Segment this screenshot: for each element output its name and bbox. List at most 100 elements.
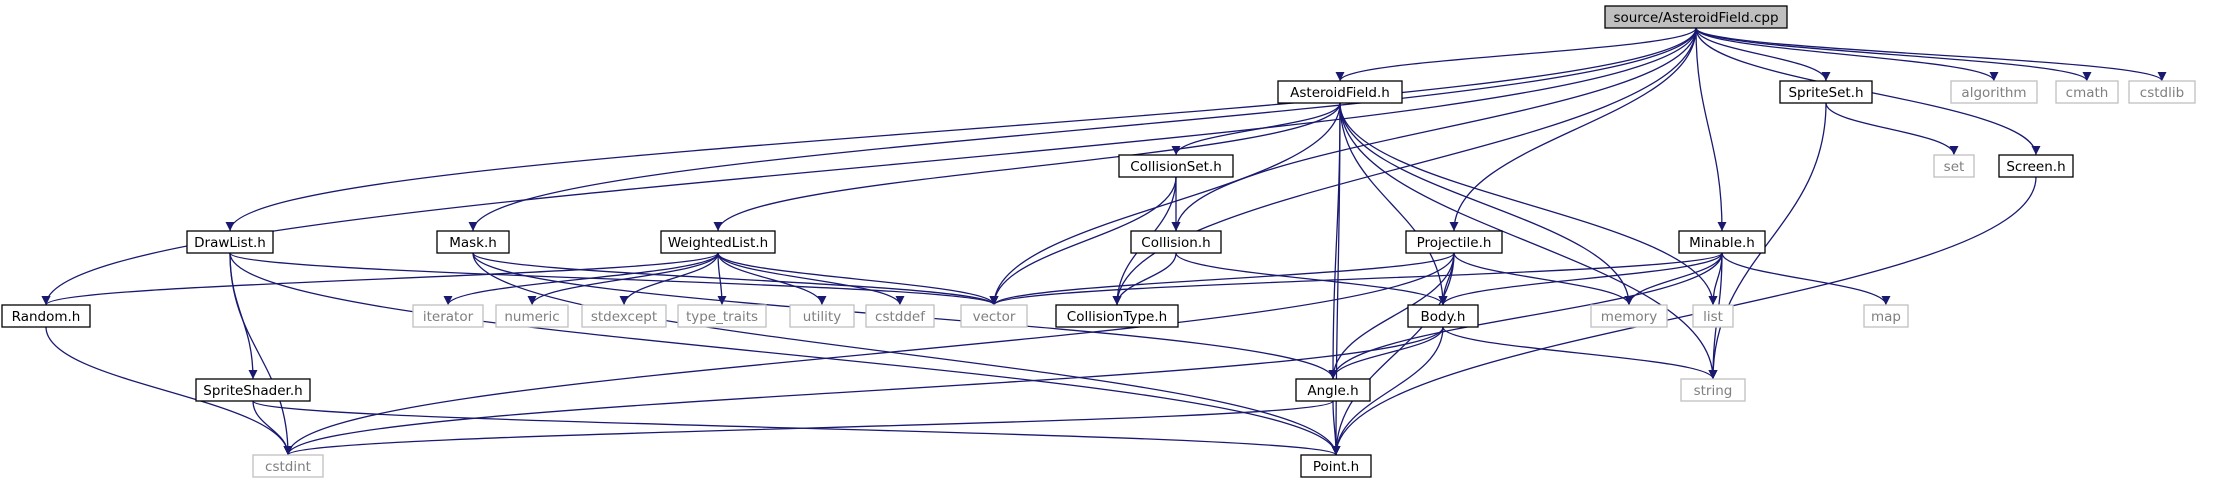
node-label: SpriteSet.h — [1788, 85, 1863, 101]
node-label: CollisionSet.h — [1130, 159, 1222, 175]
node-label: SpriteShader.h — [203, 383, 302, 399]
node-screen_h[interactable]: Screen.h — [1998, 154, 2074, 178]
edge-line — [1112, 252, 1177, 306]
node-label: Screen.h — [2006, 159, 2065, 175]
edge-line — [283, 252, 1455, 456]
node-label: list — [1703, 309, 1723, 325]
edge-body_h-to-point_h — [1331, 326, 1444, 456]
edge-angle_h-to-cstdint — [283, 400, 1334, 456]
node-stdexcept: stdexcept — [581, 304, 667, 328]
node-box — [1933, 154, 1975, 178]
node-label: type_traits — [686, 309, 758, 325]
edge-root-to-cstdlib — [1695, 27, 2167, 82]
node-box — [436, 230, 510, 254]
edge-minable_h-to-body_h — [1438, 252, 1723, 306]
node-spriteset_h[interactable]: SpriteSet.h — [1779, 80, 1873, 104]
node-utility: utility — [789, 304, 855, 328]
edge-minable_h-to-memory — [1624, 252, 1723, 306]
node-map: map — [1863, 304, 1909, 328]
edge-line — [717, 252, 827, 306]
edge-root-to-algorithm — [1695, 27, 1999, 82]
node-cstdint: cstdint — [252, 454, 324, 478]
node-box — [195, 378, 311, 402]
node-box — [252, 454, 324, 478]
node-label: DrawList.h — [194, 235, 266, 251]
edge-line — [1453, 252, 1634, 306]
node-label: CollisionType.h — [1067, 309, 1167, 325]
edge-body_h-to-string — [1442, 326, 1718, 380]
node-collisionset_h[interactable]: CollisionSet.h — [1118, 154, 1234, 178]
edge-line — [1438, 252, 1723, 306]
node-box — [1295, 378, 1371, 402]
node-weightedlist_h[interactable]: WeightedList.h — [660, 230, 776, 254]
edge-line — [989, 102, 1341, 306]
node-body_h[interactable]: Body.h — [1407, 304, 1479, 328]
node-point_h[interactable]: Point.h — [1300, 454, 1372, 478]
node-list: list — [1692, 304, 1734, 328]
node-minable_h[interactable]: Minable.h — [1678, 230, 1766, 254]
node-mask_h[interactable]: Mask.h — [436, 230, 510, 254]
node-box — [1130, 230, 1222, 254]
edge-line — [1442, 326, 1718, 380]
edge-collisionset_h-to-vector — [989, 176, 1177, 306]
edge-line — [717, 252, 905, 306]
node-label: cstddef — [875, 309, 926, 325]
edge-line — [1695, 27, 1831, 82]
node-box — [1680, 378, 1746, 402]
edge-root-to-drawlist_h — [225, 27, 1697, 232]
edge-line — [41, 27, 1697, 306]
node-projectile_h[interactable]: Projectile.h — [1405, 230, 1503, 254]
edge-asteroidfield_h-to-memory — [1339, 102, 1634, 306]
node-box — [1692, 304, 1734, 328]
node-collision_h[interactable]: Collision.h — [1130, 230, 1222, 254]
node-memory: memory — [1590, 304, 1668, 328]
edge-weightedlist_h-to-vector — [717, 252, 999, 306]
edge-line — [1331, 400, 1341, 456]
edge-mask_h-to-vector — [472, 252, 999, 306]
node-label: set — [1944, 159, 1965, 175]
node-vector: vector — [960, 304, 1028, 328]
edge-root-to-collisiontype_h — [1112, 27, 1697, 306]
edge-root-to-minable_h — [1695, 27, 1727, 232]
edge-line — [1721, 252, 1891, 306]
edge-line — [1171, 27, 1697, 232]
node-drawlist_h[interactable]: DrawList.h — [186, 230, 274, 254]
edge-line — [1328, 252, 1723, 380]
edge-drawlist_h-to-point_h — [229, 252, 1341, 456]
edge-line — [1175, 252, 1448, 306]
edge-line — [1825, 102, 1959, 156]
edge-root-to-asteroidfield_h — [1335, 27, 1697, 82]
edge-line — [1695, 27, 2167, 82]
edge-minable_h-to-angle_h — [1328, 252, 1723, 380]
node-box — [1998, 154, 2074, 178]
node-box — [1055, 304, 1179, 328]
edge-line — [41, 252, 719, 306]
node-asteroidfield_h[interactable]: AsteroidField.h — [1277, 80, 1403, 104]
edge-weightedlist_h-to-cstddef — [717, 252, 905, 306]
node-box — [412, 304, 484, 328]
node-box — [1, 304, 91, 328]
node-box — [1590, 304, 1668, 328]
edge-body_h-to-angle_h — [1328, 326, 1444, 380]
edge-line — [527, 252, 719, 306]
node-label: Minable.h — [1689, 235, 1755, 251]
edge-line — [1331, 176, 2037, 456]
node-angle_h[interactable]: Angle.h — [1295, 378, 1371, 402]
node-collisiontype_h[interactable]: CollisionType.h — [1055, 304, 1179, 328]
edge-projectile_h-to-point_h — [1331, 252, 1455, 456]
node-spriteshader_h[interactable]: SpriteShader.h — [195, 378, 311, 402]
node-box — [677, 304, 767, 328]
edge-drawlist_h-to-cstdint — [229, 252, 293, 456]
edge-line — [229, 252, 1341, 456]
node-random_h[interactable]: Random.h — [1, 304, 91, 328]
edge-line — [1331, 252, 1455, 456]
edge-collision_h-to-collisiontype_h — [1112, 252, 1177, 306]
edge-weightedlist_h-to-stdexcept — [619, 252, 719, 306]
node-box — [1604, 5, 1788, 29]
edge-weightedlist_h-to-utility — [717, 252, 827, 306]
edge-asteroidfield_h-to-point_h — [1331, 102, 1341, 456]
edge-root-to-spriteset_h — [1695, 27, 1831, 82]
edge-line — [1335, 27, 1697, 82]
node-root[interactable]: source/AsteroidField.cpp — [1604, 5, 1788, 29]
